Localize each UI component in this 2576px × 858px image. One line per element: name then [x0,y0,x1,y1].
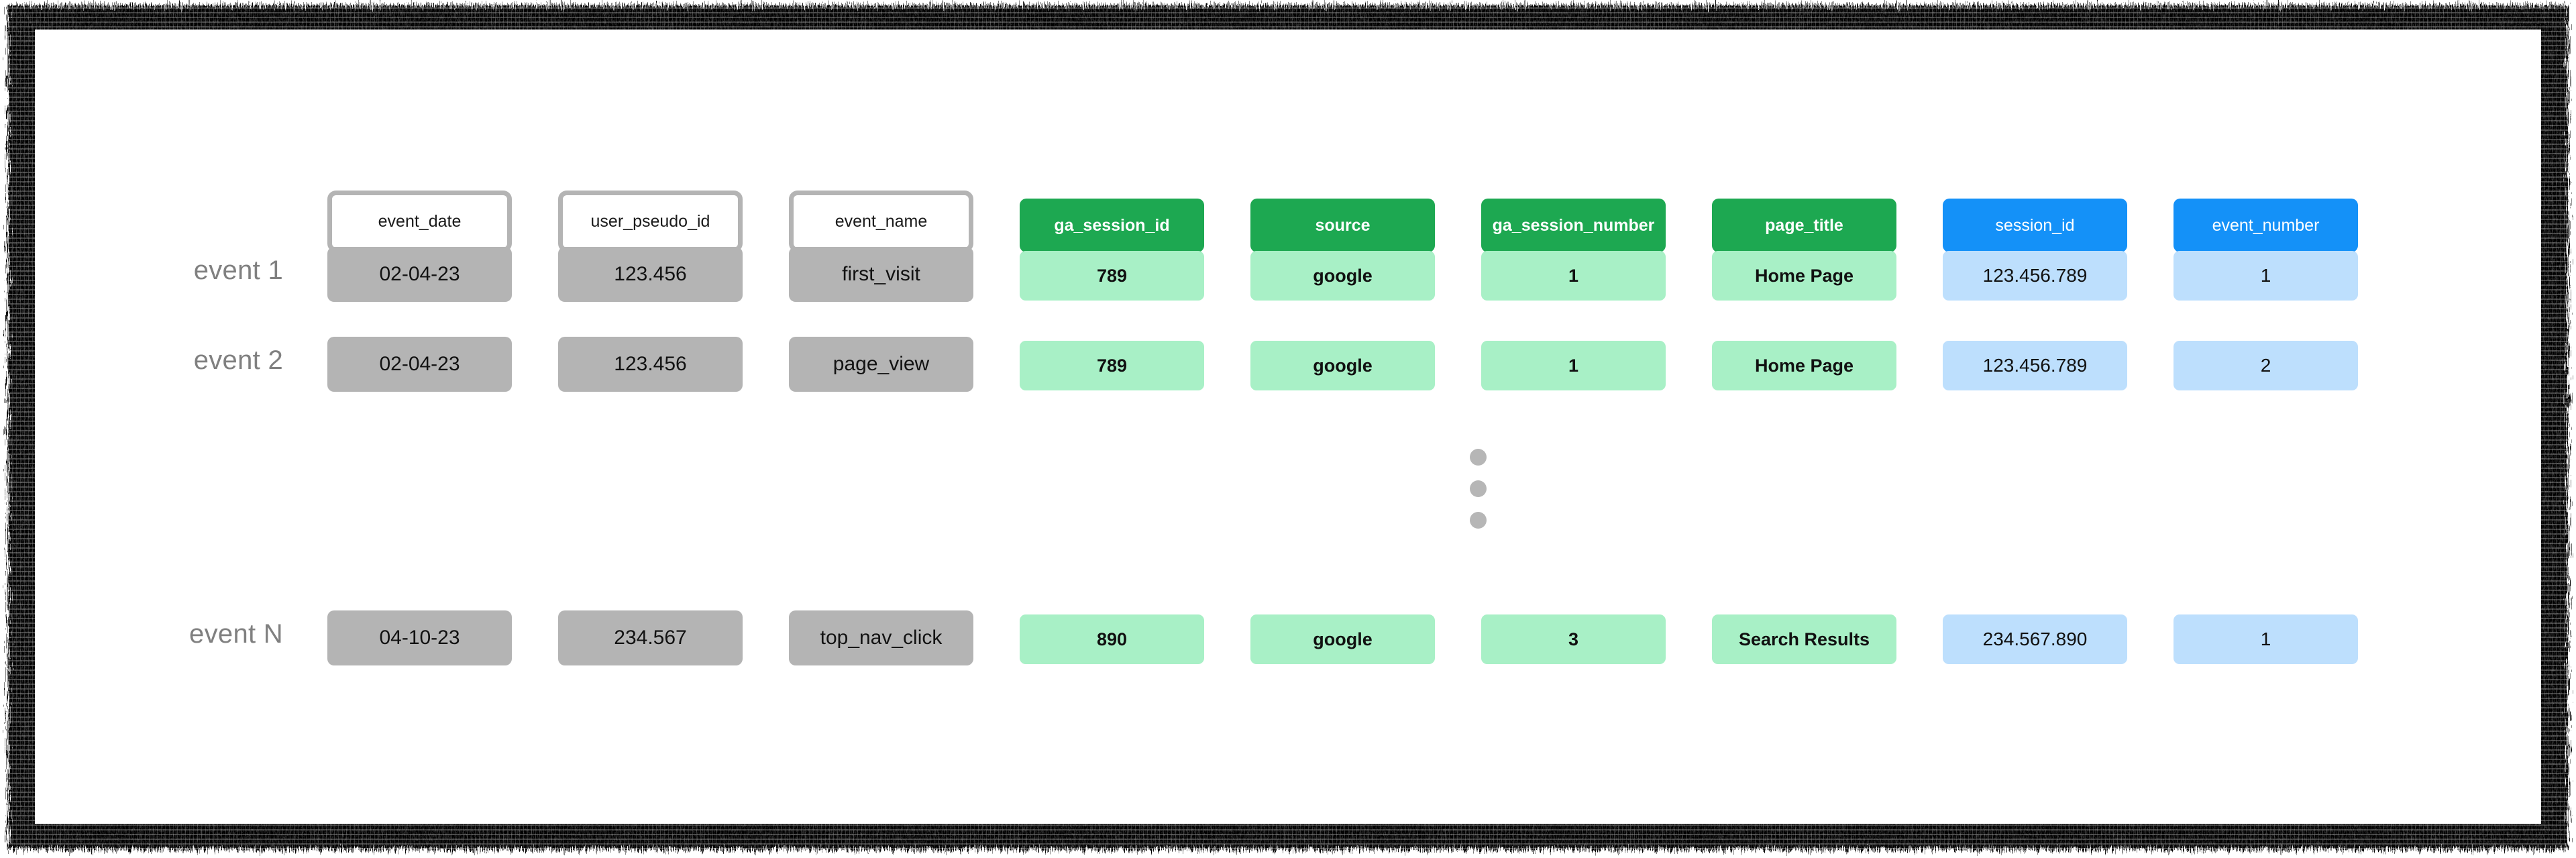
cell-source: google [1250,251,1435,301]
column-header-event_date: event_date [327,191,512,252]
column-header-page_title: page_title [1712,199,1896,252]
ellipsis-dot [1470,449,1487,466]
cell-event_date: 02-04-23 [327,337,512,392]
row-label-event-2: event 2 [193,345,283,375]
column-header-session_id: session_id [1943,199,2127,252]
cell-source: google [1250,614,1435,664]
cell-user_pseudo_id: 123.456 [558,337,743,392]
cell-user_pseudo_id: 234.567 [558,610,743,665]
cell-ga_session_number: 1 [1481,341,1666,390]
ellipsis-dot [1470,480,1487,497]
cell-event_number: 1 [2174,251,2358,301]
column-header-event_number: event_number [2174,199,2358,252]
cell-event_name: top_nav_click [789,610,973,665]
cell-event_date: 02-04-23 [327,247,512,302]
row-label-event-1: event 1 [193,256,283,285]
diagram-canvas-background [35,30,2541,824]
event-schema-diagram: event_date user_pseudo_id event_name ga_ses… [35,30,2541,824]
column-header-source: source [1250,199,1435,252]
cell-page_title: Search Results [1712,614,1896,664]
cell-user_pseudo_id: 123.456 [558,247,743,302]
cell-session_id: 123.456.789 [1943,341,2127,390]
cell-event_number: 1 [2174,614,2358,664]
cell-ga_session_number: 3 [1481,614,1666,664]
cell-session_id: 234.567.890 [1943,614,2127,664]
row-label-event-n: event N [189,619,283,649]
cell-ga_session_number: 1 [1481,251,1666,301]
cell-event_number: 2 [2174,341,2358,390]
cell-ga_session_id: 789 [1020,251,1204,301]
column-header-ga_session_id: ga_session_id [1020,199,1204,252]
vertical-ellipsis-icon [1470,449,1490,536]
cell-ga_session_id: 890 [1020,614,1204,664]
cell-event_name: page_view [789,337,973,392]
cell-source: google [1250,341,1435,390]
cell-event_date: 04-10-23 [327,610,512,665]
column-header-event_name: event_name [789,191,973,252]
cell-session_id: 123.456.789 [1943,251,2127,301]
column-header-user_pseudo_id: user_pseudo_id [558,191,743,252]
column-header-ga_session_number: ga_session_number [1481,199,1666,252]
cell-ga_session_id: 789 [1020,341,1204,390]
cell-page_title: Home Page [1712,341,1896,390]
cell-event_name: first_visit [789,247,973,302]
cell-page_title: Home Page [1712,251,1896,301]
ellipsis-dot [1470,512,1487,529]
